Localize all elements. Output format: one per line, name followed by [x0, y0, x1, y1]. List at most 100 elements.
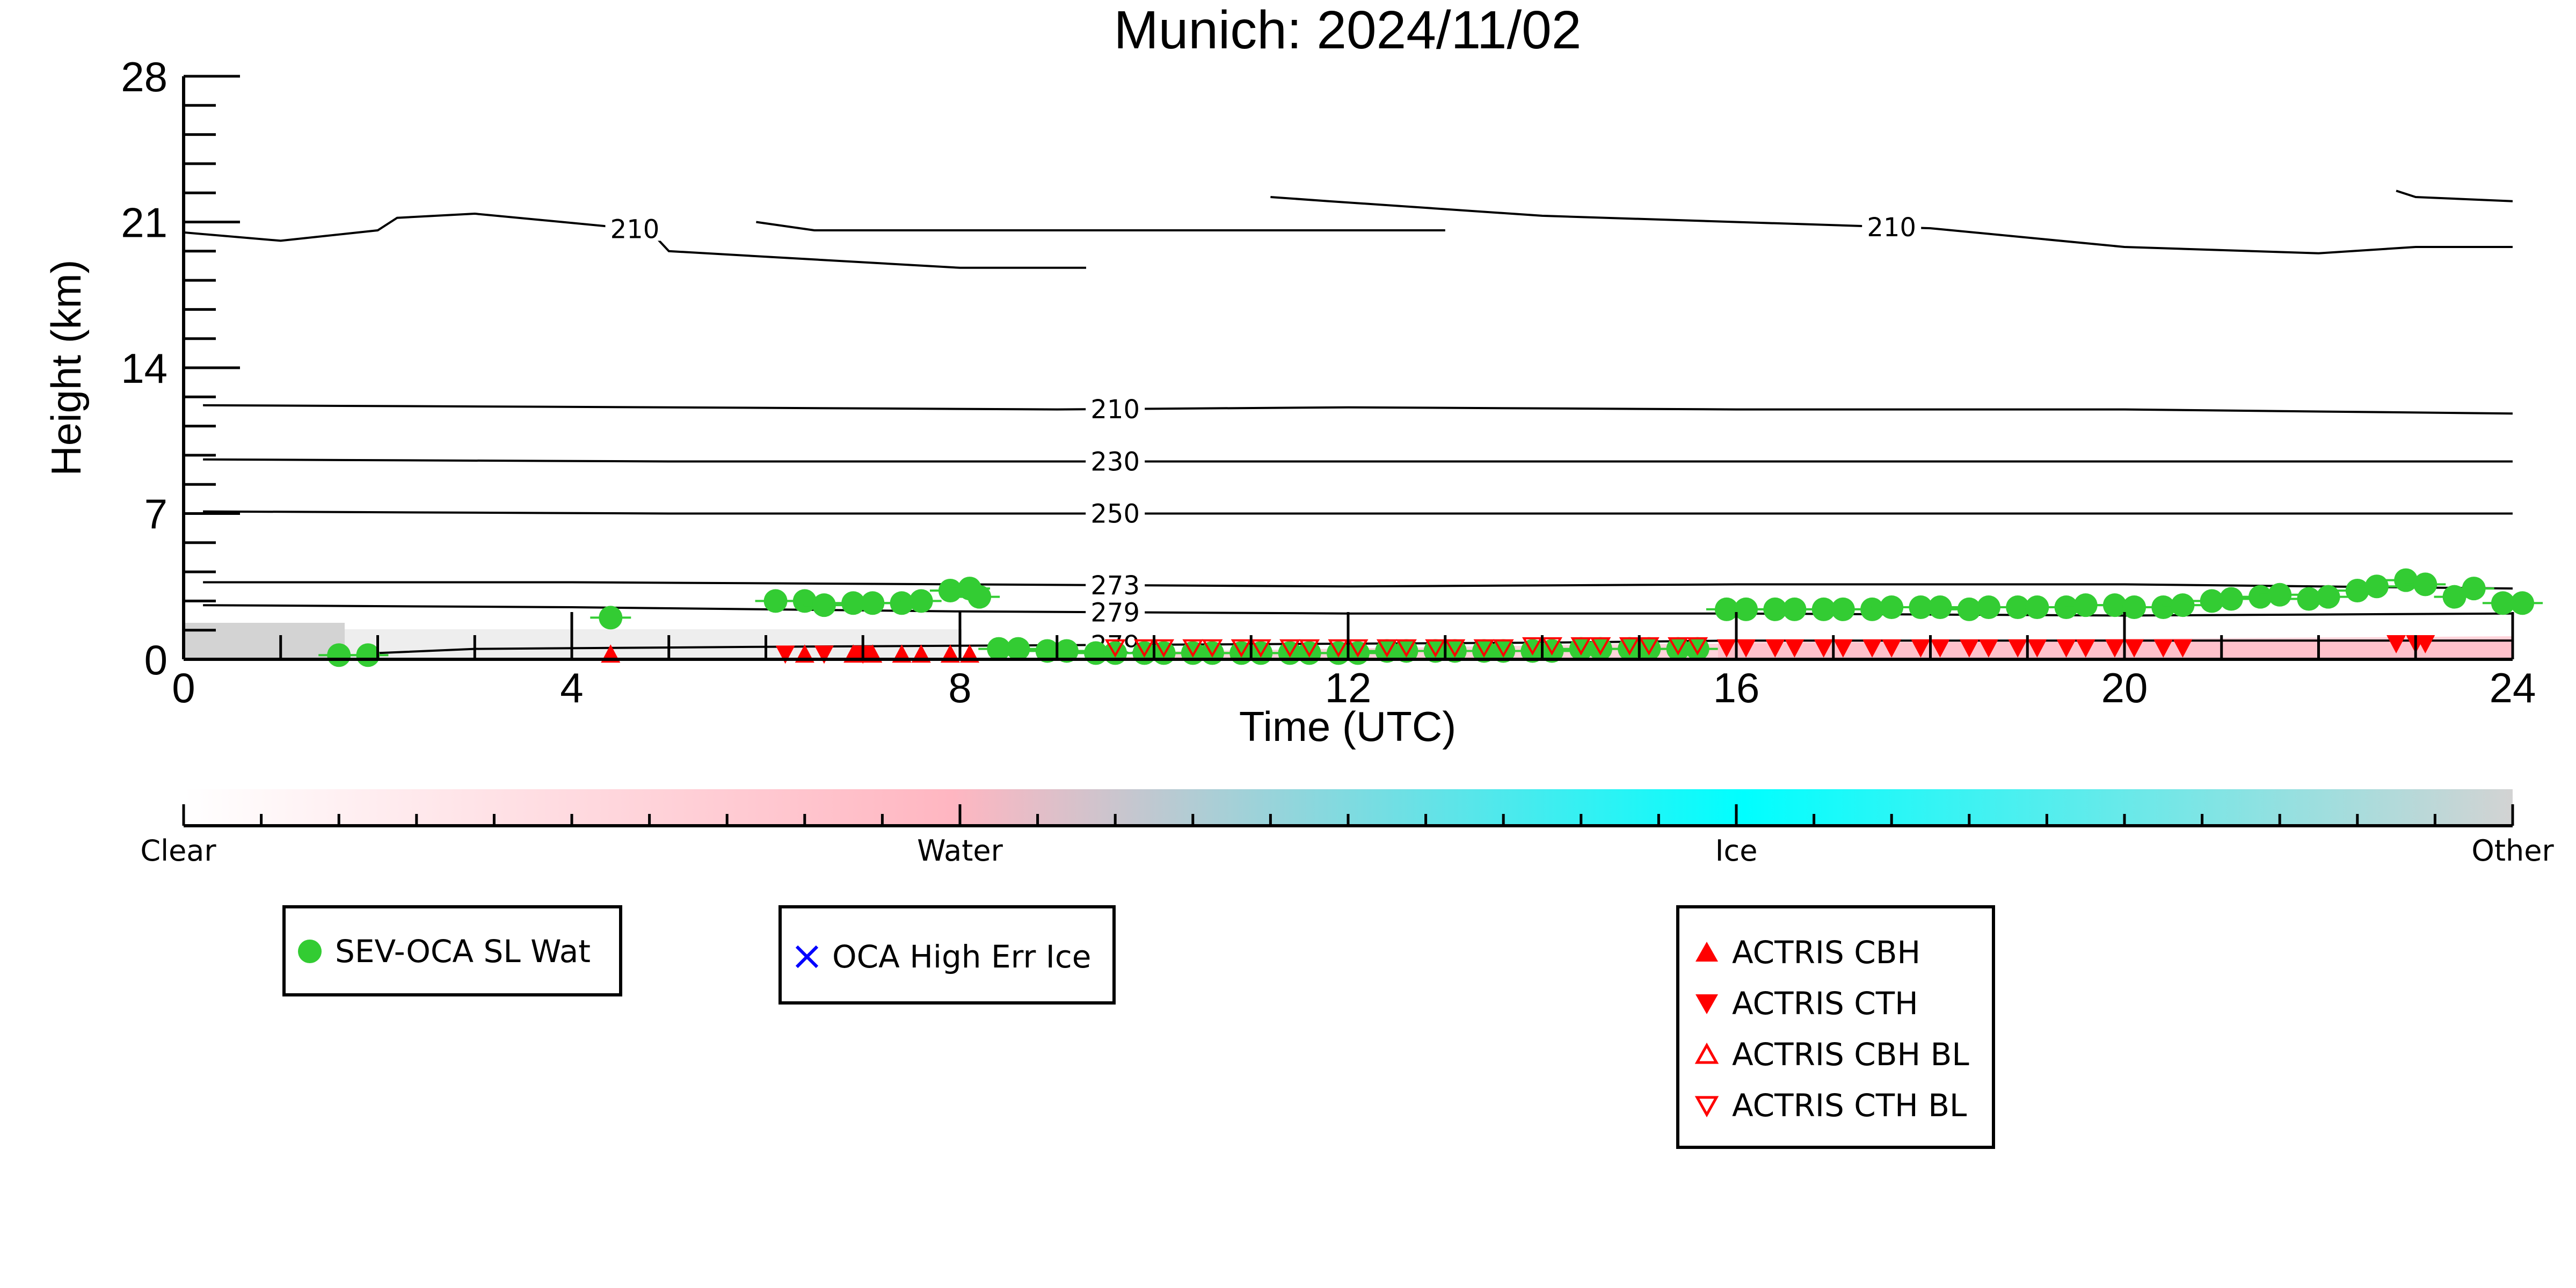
marker-circle [2200, 589, 2224, 613]
colorbar-label-ice: Ice [1715, 834, 1758, 868]
triangle-up-open-icon [1694, 1042, 1719, 1064]
marker-cth-bl [1396, 639, 1417, 658]
y-tick-label: 0 [144, 636, 168, 683]
x-axis-label: Time (UTC) [1239, 703, 1456, 750]
marker-circle [1860, 597, 1884, 621]
blue-x-icon [795, 945, 819, 969]
marker-cth-bl [1444, 639, 1466, 658]
marker-cth [1716, 639, 1736, 658]
contour-line [203, 581, 2513, 590]
x-tick-label: 20 [2101, 664, 2148, 711]
legend-label: SEV-OCA SL Wat [335, 933, 591, 970]
marker-circle [2073, 593, 2098, 617]
marker-cth [2056, 639, 2076, 658]
marker-cth-bl [1250, 639, 1271, 658]
y-tick-label: 14 [121, 345, 168, 392]
marker-circle [1249, 641, 1273, 665]
surface-shading [184, 623, 345, 659]
legend-sev-oca: SEV-OCA SL Wat [282, 905, 622, 996]
marker-circle [2268, 583, 2292, 607]
marker-circle [1297, 641, 1321, 665]
legend-item: ACTRIS CBH [1693, 934, 1920, 971]
marker-cth [2153, 639, 2173, 658]
marker-circle [1928, 595, 1952, 620]
marker-circle [812, 593, 836, 617]
colorbar-ticks [182, 804, 2514, 827]
colorbar-label-clear: Clear [140, 834, 216, 868]
contour-label-bg [1086, 596, 1145, 624]
marker-cth-bl [1590, 637, 1611, 656]
marker-circle [2462, 577, 2486, 601]
marker-cth [1911, 639, 1931, 658]
marker-cth [1882, 639, 1902, 658]
contour-label: 210 [610, 214, 660, 244]
triangle-down-open-icon [1694, 1096, 1719, 1118]
contour-label: 279 [1090, 598, 1140, 628]
marker-circle [2345, 579, 2369, 603]
x-tick-label: 0 [172, 664, 195, 711]
marker-circle [1200, 641, 1224, 665]
marker-cth-bl [1202, 639, 1223, 658]
contour-label-bg [1086, 445, 1145, 474]
legend-label: OCA High Err Ice [832, 938, 1091, 975]
marker-cth [2415, 635, 2435, 653]
triangle-down-filled-icon [1695, 994, 1718, 1014]
y-axis-label: Height (km) [42, 259, 90, 476]
contour-label-bg [1862, 210, 1922, 239]
marker-circle [1103, 641, 1127, 665]
contour-line [756, 221, 1445, 231]
x-tick-label: 24 [2490, 664, 2536, 711]
marker-circle [2364, 574, 2389, 599]
marker-cth [1814, 639, 1833, 658]
marker-circle [967, 585, 992, 609]
marker-cth [1833, 639, 1853, 658]
marker-circle [1734, 597, 1758, 621]
chart-title: Munich: 2024/11/02 [1114, 0, 1582, 60]
marker-circle [2442, 585, 2466, 609]
marker-circle [2219, 587, 2243, 611]
marker-circle [356, 643, 380, 667]
contour-lines: 210210210230250273279279 [183, 190, 2513, 660]
y-tick-label: 21 [121, 199, 168, 246]
marker-cth-bl [1299, 639, 1320, 658]
triangle-up-filled-icon [1695, 942, 1718, 962]
colorbar-label-water: Water [917, 834, 1003, 868]
marker-circle [890, 591, 914, 615]
marker-circle [2151, 595, 2175, 620]
marker-cth [2105, 639, 2124, 658]
legend-oca-ice: OCA High Err Ice [778, 905, 1116, 1005]
marker-circle [2316, 585, 2340, 609]
marker-cth-bl [1328, 639, 1349, 658]
marker-cth [1785, 639, 1804, 658]
legend-item: ACTRIS CTH [1693, 985, 1918, 1022]
x-tick-label: 8 [948, 664, 971, 711]
legend-item: SEV-OCA SL Wat [296, 933, 591, 970]
marker-circle [1782, 597, 1807, 621]
contour-label-bg [1086, 392, 1145, 421]
marker-circle [2122, 595, 2146, 620]
marker-cth [1736, 639, 1756, 658]
marker-cth-bl [1347, 639, 1369, 658]
marker-circle [2297, 587, 2321, 611]
marker-cth [2173, 639, 2193, 658]
marker-circle [1054, 639, 1079, 663]
contour-label: 273 [1090, 571, 1140, 601]
marker-circle [2510, 591, 2535, 615]
marker-circle [1831, 597, 1855, 621]
marker-cth-bl [1687, 637, 1708, 656]
contour-line [183, 212, 1086, 269]
marker-cth-bl [1231, 639, 1252, 658]
marker-circle [2248, 585, 2273, 609]
contour-label: 230 [1090, 447, 1140, 477]
legend-item: ACTRIS CBH BL [1693, 1036, 1969, 1073]
marker-cth [2027, 639, 2047, 658]
marker-circle [792, 589, 817, 613]
marker-cth [1862, 639, 1882, 658]
marker-circle [1346, 641, 1370, 665]
marker-circle [1976, 595, 2000, 620]
contour-line [2396, 190, 2513, 202]
legend-label: ACTRIS CBH [1732, 934, 1921, 971]
marker-cth-bl [1638, 637, 1660, 656]
marker-cth [1978, 639, 1998, 658]
legend-label: ACTRIS CBH BL [1732, 1036, 1969, 1073]
